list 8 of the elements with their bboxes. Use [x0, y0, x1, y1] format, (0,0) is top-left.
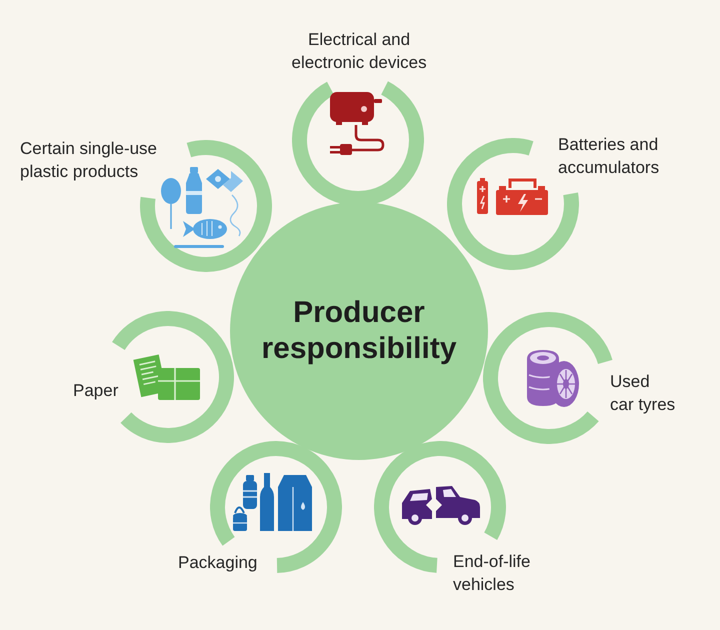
category-label: End-of-life vehicles: [453, 551, 530, 596]
hub-title: Producer responsibility: [261, 295, 457, 367]
category-label: Paper: [73, 380, 118, 402]
category-label: Packaging: [178, 552, 258, 574]
category-label: Batteries and accumulators: [558, 134, 660, 179]
category-label: Certain single-use plastic products: [20, 138, 158, 183]
category-label: Used car tyres: [610, 371, 676, 416]
category-label: Electrical and electronic devices: [292, 29, 427, 74]
